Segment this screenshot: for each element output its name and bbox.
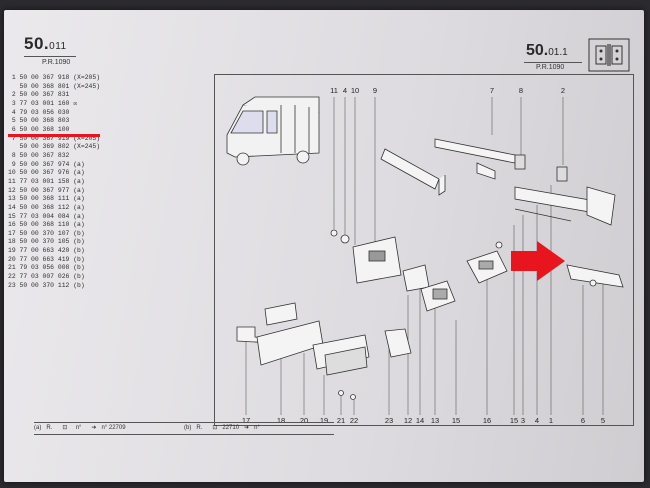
footer-notes: (a) R. ⊡ n° ➜ n° 22709 (b) R. ⊡ 22710 ➜ … [34, 422, 634, 435]
reflector-assembly [236, 302, 412, 400]
part-list-row: 4 79 03 056 030 [8, 108, 70, 116]
page-sub-right: P.R.1090 [536, 64, 565, 71]
red-highlight-underline [8, 134, 100, 137]
callout-number: 20 [300, 416, 308, 425]
part-list-row: 2 50 00 367 831 [8, 91, 70, 99]
catch-lever [566, 264, 624, 288]
part-list-row: 23 50 00 370 112 (b) [8, 281, 85, 289]
callout-number: 8 [519, 86, 523, 95]
callout-number: 6 [581, 416, 585, 425]
callout-number: 11 [330, 86, 338, 95]
part-list-row: 7 50 00 367 919 (X=205) [8, 134, 101, 142]
page-reference-right: 50.01.1 [526, 42, 568, 59]
callout-number: 14 [416, 416, 424, 425]
part-number-list: 1 50 00 367 918 (X=205) 50 00 368 801 (X… [8, 74, 120, 290]
callout-number: 10 [351, 86, 359, 95]
footer-left-note: (a) R. ⊡ n° ➜ n° 22709 [34, 425, 126, 431]
callout-number: 15 [452, 416, 460, 425]
callout-number: 1 [549, 416, 553, 425]
part-list-row: 13 50 00 368 111 (a) [8, 195, 85, 203]
leader-lines [245, 97, 604, 415]
part-list-row: 6 50 00 368 100 [8, 125, 70, 133]
striker-bracket [514, 186, 616, 226]
callout-number: 17 [242, 416, 250, 425]
van-illustration [226, 96, 320, 166]
callout-number: 3 [521, 416, 525, 425]
catalog-page: 50.011 P.R.1090 50.01.1 P.R.1090 1 50 00… [4, 10, 644, 482]
callout-number: 18 [277, 416, 285, 425]
callout-number: 22 [350, 416, 358, 425]
part-list-row: 50 00 369 802 (X=245) [8, 143, 101, 151]
callout-number: 5 [601, 416, 605, 425]
red-highlight-arrow [511, 241, 565, 281]
part-list-row: 18 50 00 370 105 (b) [8, 238, 85, 246]
part-list-row: 3 77 03 001 160 ☒ [8, 99, 78, 107]
callout-number: 16 [483, 416, 491, 425]
part-list-row: 50 00 368 801 (X=245) [8, 82, 101, 90]
callouts-top: 11 4 10 9 7 8 2 [330, 86, 565, 95]
springs [514, 154, 568, 182]
callout-number: 7 [490, 86, 494, 95]
part-list-row: 12 50 00 367 977 (a) [8, 186, 85, 194]
callout-number: 2 [561, 86, 565, 95]
part-list-row: 1 50 00 367 918 (X=205) [8, 74, 101, 81]
part-list-row: 20 77 00 663 419 (b) [8, 255, 85, 263]
part-list-row: 17 50 00 370 107 (b) [8, 229, 85, 237]
callout-number: 21 [337, 416, 345, 425]
callout-number: 12 [404, 416, 412, 425]
part-list-row: 22 77 03 007 026 (b) [8, 273, 85, 281]
upper-bracket [380, 138, 516, 196]
part-list-row: 10 50 00 367 976 (a) [8, 169, 85, 177]
underline-left [24, 56, 76, 57]
callout-number: 15 [510, 416, 518, 425]
callout-number: 23 [385, 416, 393, 425]
callout-number: 4 [535, 416, 539, 425]
callout-number: 9 [373, 86, 377, 95]
page-reference-left: 50.011 [24, 34, 67, 53]
part-list-row: 9 50 00 367 974 (a) [8, 160, 85, 168]
part-list-row: 15 77 03 004 084 (a) [8, 212, 85, 220]
footer-right-note: (b) R. ⊡ 22710 ➜ n° [184, 425, 260, 431]
hinge-icon [588, 38, 630, 72]
part-list-row: 21 79 03 056 008 (b) [8, 264, 85, 272]
callout-number: 13 [431, 416, 439, 425]
lamp-assembly [330, 229, 508, 312]
underline-right [524, 62, 582, 63]
part-list-row: 5 50 00 368 803 [8, 117, 70, 125]
part-list-row: 14 50 00 368 112 (a) [8, 203, 85, 211]
part-list-row: 8 50 00 367 832 [8, 151, 70, 159]
callout-number: 4 [343, 86, 347, 95]
part-list-row: 11 77 03 001 158 (a) [8, 177, 85, 185]
callout-number: 19 [320, 416, 328, 425]
part-list-row: 16 50 00 368 110 (a) [8, 221, 85, 229]
page-sub-left: P.R.1090 [42, 59, 71, 66]
part-list-row: 19 77 00 663 420 (b) [8, 247, 85, 255]
